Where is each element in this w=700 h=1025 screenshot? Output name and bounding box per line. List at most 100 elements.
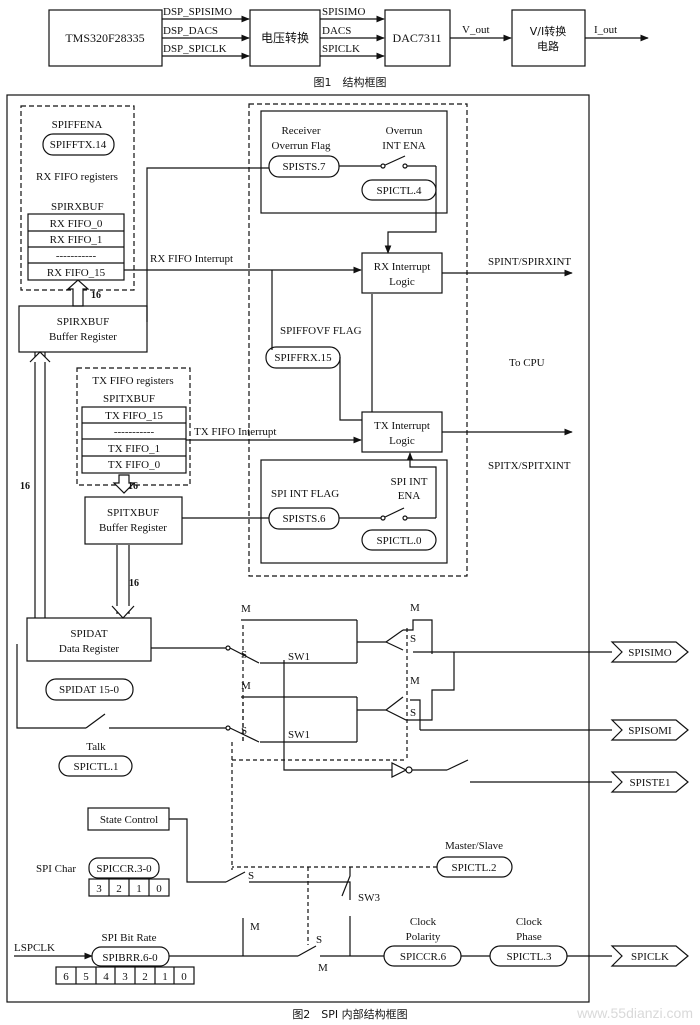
spictl0-label: SPICTL.0 xyxy=(377,535,422,547)
dsp-spiclk-label: DSP_SPICLK xyxy=(163,43,227,55)
sw1-lower xyxy=(229,727,260,743)
state-switch xyxy=(225,871,246,883)
bit-rate-bit: 5 xyxy=(83,971,89,983)
m-label: M xyxy=(410,602,420,614)
dac-label: DAC7311 xyxy=(393,31,442,45)
spists7-label: SPISTS.7 xyxy=(282,161,326,173)
spifftx14-label: SPIFFTX.14 xyxy=(50,139,107,151)
spictl4-label: SPICTL.4 xyxy=(377,185,422,197)
fig2-caption: 图2 SPI 内部结构框图 xyxy=(292,1007,407,1021)
spi-int-switch xyxy=(382,507,405,519)
spitxbuf-buffer-label-2: Buffer Register xyxy=(99,522,167,534)
spi-int-box xyxy=(260,459,448,564)
spibrr-label: SPIBRR.6-0 xyxy=(102,952,158,964)
tx-fifo-row: ----------- xyxy=(114,426,155,438)
spidat-reg-label: SPIDAT 15-0 xyxy=(59,684,120,696)
ste-switch xyxy=(446,759,469,771)
spictl1-label: SPICTL.1 xyxy=(74,761,119,773)
vout-label: V_out xyxy=(462,24,490,36)
spirxbuf-buffer xyxy=(18,305,148,353)
tx-fifo-registers-label: TX FIFO registers xyxy=(92,375,173,387)
interrupt-region xyxy=(248,103,468,577)
clk-ms-switch xyxy=(297,945,317,957)
sw3-switch xyxy=(341,867,351,897)
s-label: S xyxy=(241,649,247,661)
spidat-label-1: SPIDAT xyxy=(70,628,108,640)
spisimo-out-label: SPISIMO xyxy=(322,6,365,18)
spists6-label: SPISTS.6 xyxy=(282,513,326,525)
spi-int-flag-label: SPI INT FLAG xyxy=(271,488,339,500)
spidat-register xyxy=(26,617,152,662)
spifftx14-pill xyxy=(42,133,115,156)
spiccr-char-pill xyxy=(88,857,160,879)
spiclk-pin xyxy=(610,945,689,967)
spi-char-bit: 1 xyxy=(136,883,142,895)
spitxbuf-label: SPITXBUF xyxy=(103,393,155,405)
spiste-pin-label: SPISTE1 xyxy=(630,777,671,789)
rx-fifo-row: RX FIFO_1 xyxy=(50,234,103,246)
rx-bus-left-arrow xyxy=(29,351,51,363)
int-ena-label: INT ENA xyxy=(382,140,426,152)
spiste-pin xyxy=(610,771,689,793)
spictl3-label: SPICTL.3 xyxy=(507,951,552,963)
dsp-spisimo-label: DSP_SPISIMO xyxy=(163,6,232,18)
m-label: M xyxy=(241,680,251,692)
s-label: S xyxy=(248,870,254,882)
spitx-label: SPITX/SPITXINT xyxy=(488,460,571,472)
spi-char-bit: 3 xyxy=(96,883,102,895)
spidat-bus-arrow xyxy=(111,605,135,619)
m-label: M xyxy=(318,962,328,974)
rx-fifo-registers-label: RX FIFO registers xyxy=(36,171,118,183)
tx-fifo-row: TX FIFO_15 xyxy=(105,410,163,422)
left-bus-width: 16 xyxy=(20,481,30,492)
spi-char-bit: 2 xyxy=(116,883,122,895)
spirxbuf-buffer-label-1: SPIRXBUF xyxy=(57,316,110,328)
bit-rate-bit: 0 xyxy=(181,971,187,983)
spitxbuf-buffer xyxy=(84,496,183,545)
s-label: S xyxy=(241,725,247,737)
tx-fifo-row: TX FIFO_0 xyxy=(108,459,161,471)
bit-rate-bit: 4 xyxy=(103,971,109,983)
overrun-int-switch xyxy=(382,155,406,167)
rx-logic-label-1: RX Interrupt xyxy=(374,261,431,273)
m-label: M xyxy=(250,921,260,933)
bit-rate-bit: 3 xyxy=(122,971,128,983)
spisimo-pin xyxy=(610,641,689,663)
bit-rate-bit: 1 xyxy=(162,971,168,983)
tx-logic-label-1: TX Interrupt xyxy=(374,420,430,432)
fig1-caption: 图1 结构框图 xyxy=(314,75,387,89)
dacs-out-label: DACS xyxy=(322,25,351,37)
rx-fifo-row: RX FIFO_15 xyxy=(47,267,106,279)
spisimo-pin-label: SPISIMO xyxy=(628,647,671,659)
m-label: M xyxy=(241,603,251,615)
s-label: S xyxy=(410,707,416,719)
vi-label-2: 电路 xyxy=(537,40,559,53)
tx-bus-width: 16 xyxy=(128,481,138,492)
spiffovf-label: SPIFFOVF FLAG xyxy=(280,325,362,337)
vi-converter-block xyxy=(511,9,586,67)
to-cpu-label: To CPU xyxy=(509,357,545,369)
talk-label: Talk xyxy=(86,741,106,753)
spiccr6-label: SPICCR.6 xyxy=(400,951,447,963)
spiclk-out-label: SPICLK xyxy=(322,43,360,55)
overrun-label: Overrun xyxy=(386,125,423,137)
spitxbuf-buffer-label-1: SPITXBUF xyxy=(107,507,159,519)
spisomi-pin xyxy=(610,719,689,741)
rx-bus-arrow xyxy=(66,279,90,307)
spint-label: SPINT/SPIRXINT xyxy=(488,256,571,268)
spictl0-pill xyxy=(361,529,437,551)
sw1-upper xyxy=(229,647,260,664)
m-label: M xyxy=(410,675,420,687)
talk-switch xyxy=(85,713,106,729)
spiffena-label: SPIFFENA xyxy=(52,119,103,131)
spictl2-label: SPICTL.2 xyxy=(452,862,497,874)
clock-polarity-label-1: Clock xyxy=(410,916,437,928)
state-control-label: State Control xyxy=(100,814,158,826)
clock-phase-label-1: Clock xyxy=(516,916,543,928)
dsp-label: TMS320F28335 xyxy=(65,31,144,45)
spi-int-ena-label-1: SPI INT xyxy=(391,476,428,488)
spi-int-ena-label-2: ENA xyxy=(398,490,421,502)
receiver-label: Receiver xyxy=(281,125,320,137)
clock-phase-label-2: Phase xyxy=(516,931,542,943)
